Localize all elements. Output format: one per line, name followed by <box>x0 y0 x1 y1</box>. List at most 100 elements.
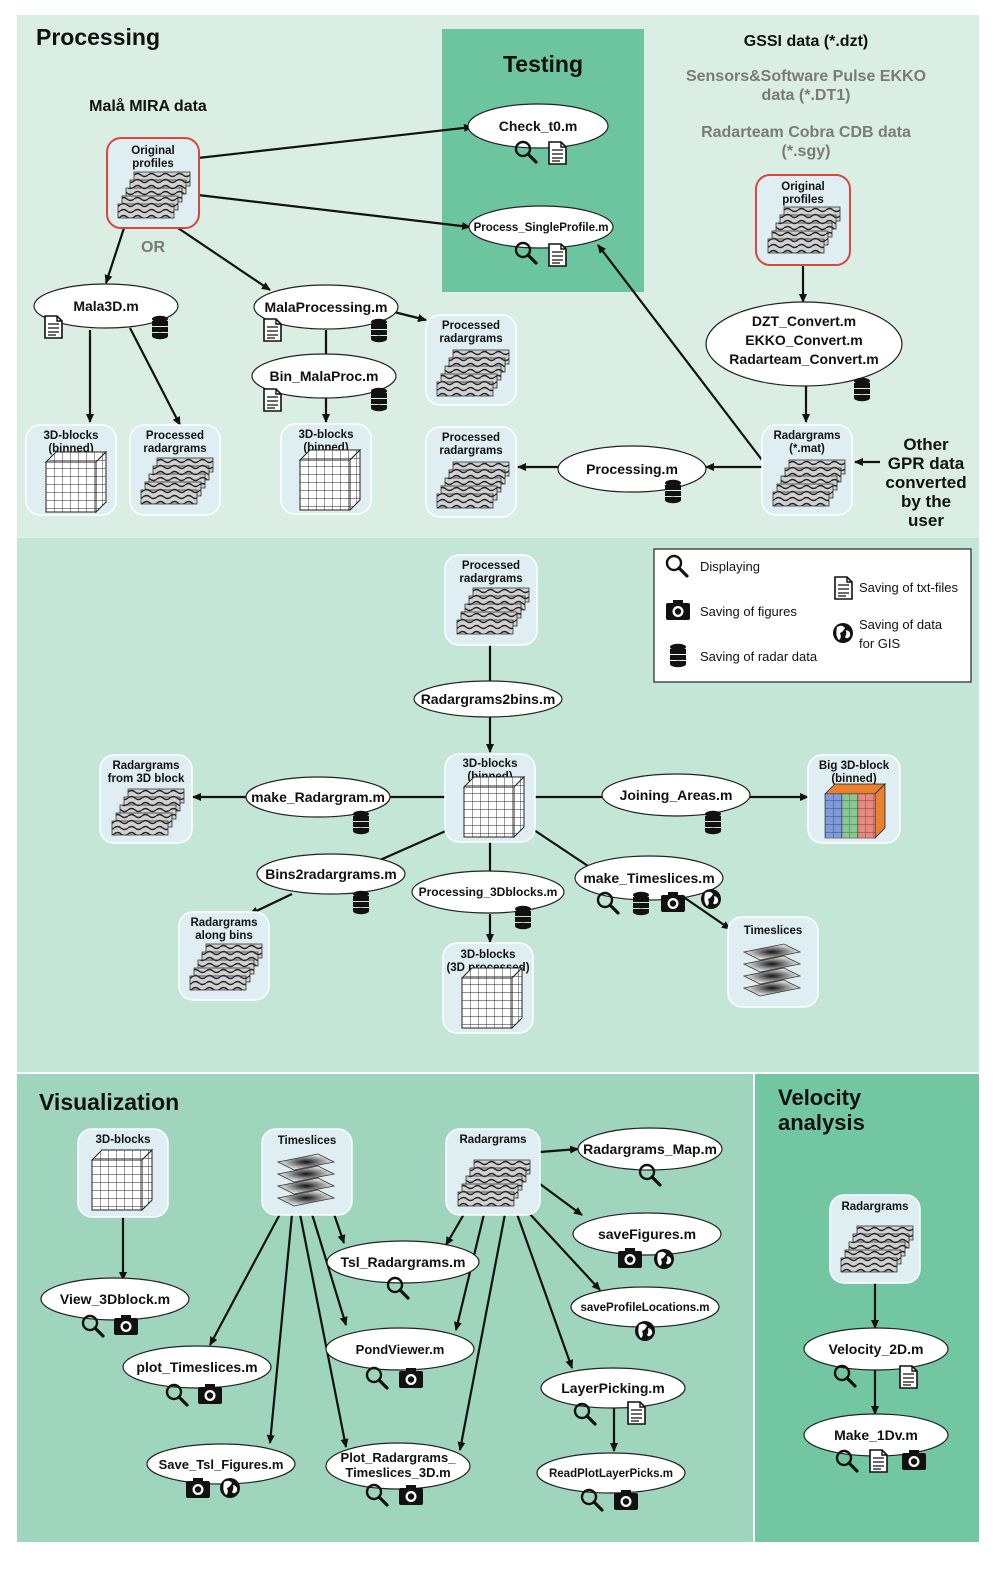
script-view-3dblock[interactable]: View_3Dblock.m <box>40 1277 190 1338</box>
node-original-profiles-mala: Original profiles <box>106 137 200 229</box>
script-bins2radargrams[interactable]: Bins2radargrams.m <box>256 853 406 915</box>
legend-saving-txt: Saving of txt-files <box>859 580 958 595</box>
script-label: Radarteam_Convert.m <box>729 351 878 367</box>
document-icon <box>869 1449 888 1473</box>
script-label: make_Radargram.m <box>251 789 385 805</box>
document-icon <box>263 388 282 412</box>
script-make-1dv[interactable]: Make_1Dv.m <box>803 1413 949 1473</box>
script-label: Processing.m <box>586 461 678 477</box>
script-label: View_3Dblock.m <box>60 1291 170 1307</box>
label-line: along bins <box>195 930 253 942</box>
script-radargrams2bins[interactable]: Radargrams2bins.m <box>413 680 563 718</box>
node-blocks-vis: 3D-blocks <box>77 1128 169 1218</box>
globe-icon <box>701 889 721 909</box>
script-pondviewer[interactable]: PondViewer.m <box>325 1327 475 1390</box>
script-label: PondViewer.m <box>356 1342 445 1357</box>
label-line: (binned) <box>831 773 877 785</box>
script-plot-timeslices[interactable]: plot_Timeslices.m <box>122 1345 272 1407</box>
label-line: 3D-blocks <box>299 429 354 441</box>
script-bin-malaproc[interactable]: Bin_MalaProc.m <box>251 353 397 412</box>
other-gpr-line-4: by the <box>901 492 951 511</box>
script-savefigures[interactable]: saveFigures.m <box>572 1212 722 1269</box>
arrow-orig-single <box>197 193 471 231</box>
arrow-tsl-pond <box>310 1213 348 1326</box>
script-readplotlayerpicks[interactable]: ReadPlotLayerPicks.m <box>536 1452 686 1512</box>
script-make-radargram[interactable]: make_Radargram.m <box>245 776 391 835</box>
camera-icon <box>618 1248 642 1268</box>
script-radargrams-map[interactable]: Radargrams_Map.m <box>577 1127 723 1187</box>
label-line: radargrams <box>439 445 502 457</box>
legend-saving-gis-1: Saving of data <box>859 617 943 632</box>
legend: Displaying Saving of figures Saving of r… <box>653 548 972 683</box>
arrow-rad-locations <box>527 1211 601 1291</box>
script-malaprocessing[interactable]: MalaProcessing.m <box>253 284 399 343</box>
velocity-title-1: Velocity <box>778 1085 862 1110</box>
or-label: OR <box>141 239 165 256</box>
node-radargrams-from-block: Radargrams from 3D block <box>99 754 193 844</box>
camera-icon <box>661 892 685 912</box>
node-timeslices-vis: Timeslices <box>261 1128 353 1216</box>
script-save-tsl-figures[interactable]: Save_Tsl_Figures.m <box>146 1443 296 1498</box>
script-tsl-radargrams[interactable]: Tsl_Radargrams.m <box>326 1240 480 1300</box>
script-label: Joining_Areas.m <box>620 787 733 803</box>
globe-icon <box>635 1321 655 1341</box>
script-label: ReadPlotLayerPicks.m <box>549 1468 673 1480</box>
camera-icon <box>399 1485 423 1505</box>
arrow-orig-malaproc <box>177 227 271 291</box>
velocity-title-2: analysis <box>778 1110 865 1135</box>
script-label: saveFigures.m <box>598 1226 696 1242</box>
script-saveprofilelocations[interactable]: saveProfileLocations.m <box>570 1286 720 1341</box>
arrow-rad-save <box>539 1183 583 1216</box>
script-label: Radargrams2bins.m <box>421 691 556 707</box>
line-blocks-bins2rad <box>379 828 449 862</box>
camera-icon <box>614 1490 638 1510</box>
script-joining-areas[interactable]: Joining_Areas.m <box>601 773 751 835</box>
script-processing-3dblocks[interactable]: Processing_3Dblocks.m <box>411 870 565 930</box>
arrow-rad-layer <box>515 1213 574 1369</box>
label-line: radargrams <box>439 333 502 345</box>
script-label: EKKO_Convert.m <box>745 332 862 348</box>
document-icon <box>548 141 567 165</box>
script-velocity-2d[interactable]: Velocity_2D.m <box>803 1327 949 1389</box>
script-make-timeslices[interactable]: make_Timeslices.m <box>574 855 724 916</box>
camera-icon <box>198 1384 222 1404</box>
globe-icon <box>220 1478 240 1498</box>
script-layerpicking[interactable]: LayerPicking.m <box>540 1367 686 1426</box>
script-processing[interactable]: Processing.m <box>557 445 707 504</box>
database-icon <box>854 377 870 402</box>
script-convert[interactable]: DZT_Convert.m EKKO_Convert.m Radarteam_C… <box>705 301 903 402</box>
arrow-bins2rad-along <box>249 893 293 915</box>
arrow-malaproc-processed <box>393 310 427 322</box>
label-line: Original <box>781 181 824 193</box>
arrow-tsl-save <box>266 1213 294 1444</box>
script-plot-radargrams-timeslices-3d[interactable]: Plot_Radargrams_ Timeslices_3D.m <box>325 1442 471 1507</box>
label-line: profiles <box>132 158 174 170</box>
script-label: saveProfileLocations.m <box>580 1302 709 1314</box>
database-icon <box>371 387 387 412</box>
camera-icon <box>666 600 690 620</box>
script-mala3d[interactable]: Mala3D.m <box>33 283 179 340</box>
velocity-panel <box>755 1074 979 1542</box>
script-label: Timeslices_3D.m <box>345 1465 450 1480</box>
script-label: make_Timeslices.m <box>583 870 714 886</box>
script-check-t0[interactable]: Check_t0.m <box>467 103 609 165</box>
document-icon <box>44 315 63 339</box>
script-label: Check_t0.m <box>499 118 578 134</box>
legend-saving-figures: Saving of figures <box>700 604 797 619</box>
camera-icon <box>186 1478 210 1498</box>
label-line: Radargrams <box>112 760 179 772</box>
script-label: Mala3D.m <box>73 298 138 314</box>
script-label: MalaProcessing.m <box>265 299 388 315</box>
arrow-tsl-plot3d <box>298 1213 349 1448</box>
script-process-singleprofile[interactable]: Process_SingleProfile.m <box>468 205 614 267</box>
line-blocks-timeslices <box>533 829 589 867</box>
arrow-orig-check <box>197 123 473 160</box>
label-line: Original <box>131 145 174 157</box>
database-icon <box>633 891 649 916</box>
database-icon <box>371 318 387 343</box>
database-icon <box>665 479 681 504</box>
legend-saving-radar: Saving of radar data <box>700 649 818 664</box>
other-gpr-line-1: Other <box>903 435 949 454</box>
script-label: Save_Tsl_Figures.m <box>159 1457 284 1472</box>
